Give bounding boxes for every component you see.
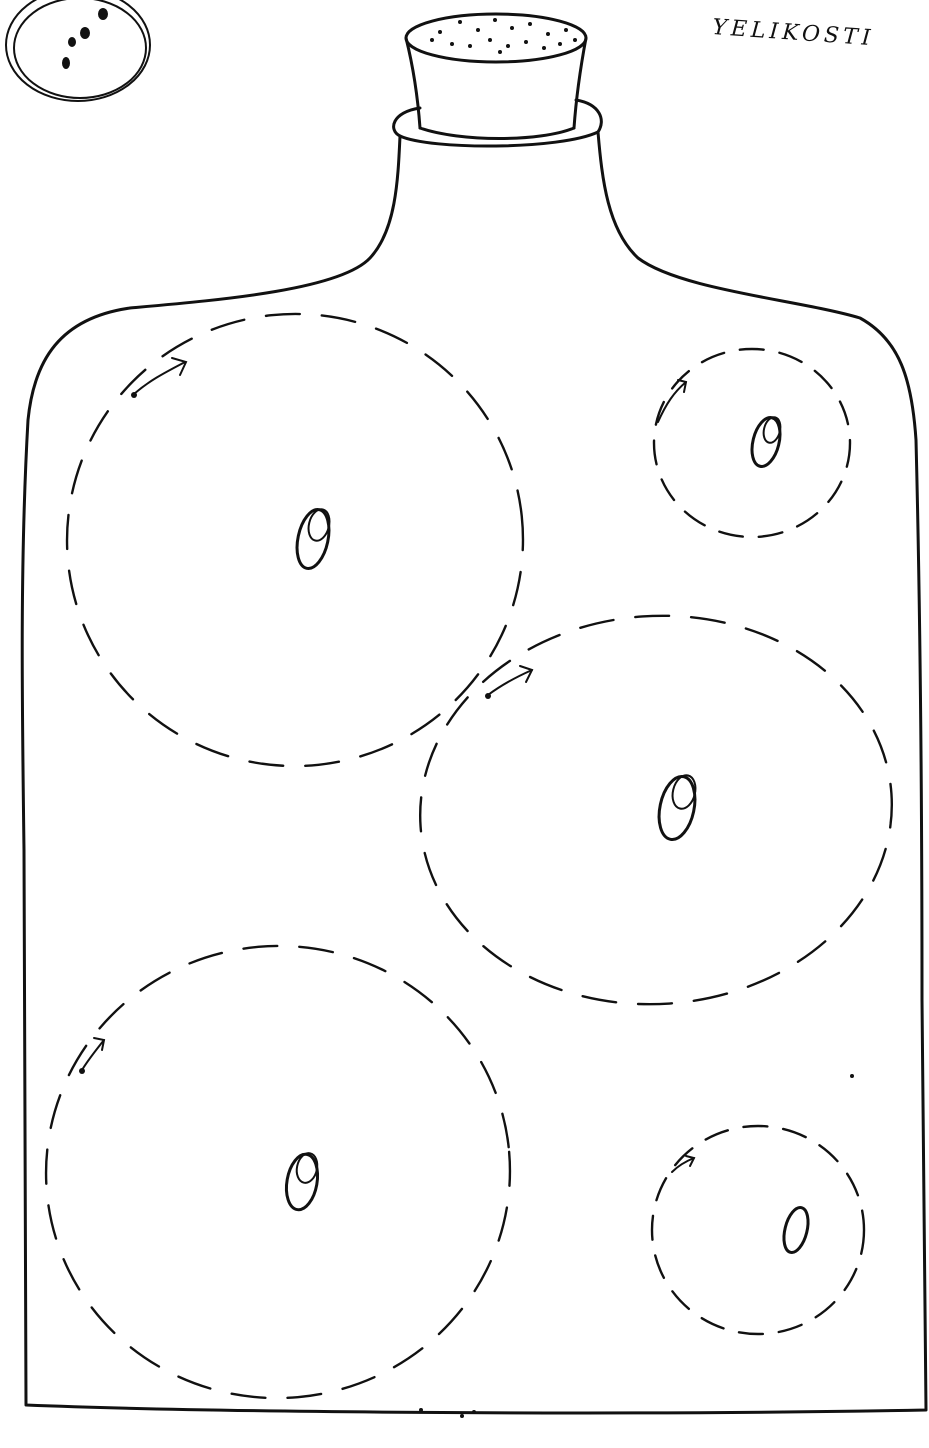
stray-dot [419,1408,423,1412]
arrow-icon [658,380,686,422]
seed-oval-icon [747,415,784,470]
dashed-circle-small-top-right [654,349,850,537]
dashed-circle-large-bottom-left [27,927,529,1418]
stray-dot [460,1414,464,1418]
cork-speckles [430,18,577,54]
arrow-icon [131,358,186,398]
dashed-circle-large-top-left [45,291,546,788]
small-circle-sketch [6,0,150,101]
seed-oval-icon [282,1151,321,1212]
caption-text: YELIKOSTI [712,15,876,51]
cork-stopper [406,14,586,139]
dashed-circle-small-bottom-right [652,1126,864,1334]
dashed-circle-middle-right [407,600,905,1020]
stray-dot [472,1410,476,1414]
seed-oval-icon [292,507,334,572]
stray-dot [850,1074,854,1078]
bottle-outline [22,132,926,1413]
arrow-icon [485,666,532,699]
arrow-icon [79,1038,104,1074]
seed-oval-icon [654,773,701,843]
seed-oval-icon [780,1205,812,1255]
